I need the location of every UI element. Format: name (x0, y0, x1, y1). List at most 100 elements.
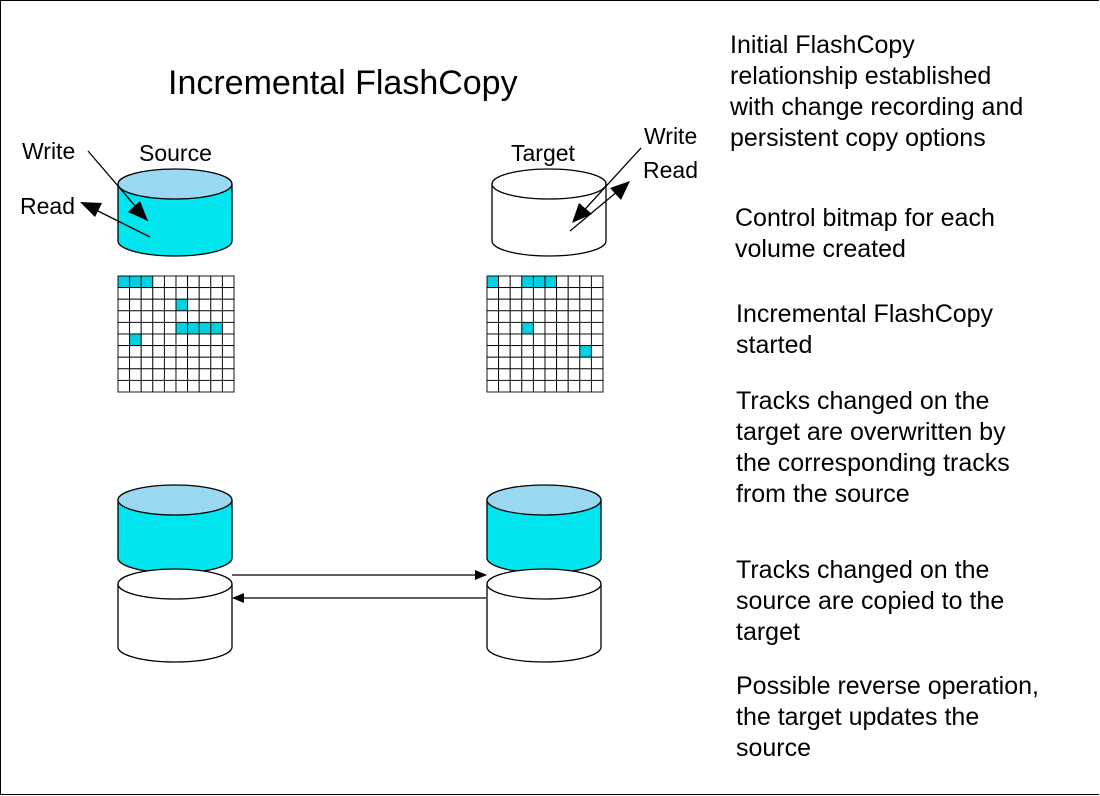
bitmap-cell (117, 368, 131, 381)
bitmap-cell (187, 298, 200, 312)
note-line: persistent copy options (730, 124, 986, 152)
bitmap-cell (532, 287, 546, 300)
bitmap-cell (521, 356, 534, 370)
bitmap-cell (521, 287, 534, 300)
bitmap-cell (221, 379, 235, 393)
bitmap-cell (152, 287, 165, 300)
bitmap-cell (210, 368, 223, 381)
bitmap-cell (579, 321, 592, 335)
bitmap-cell (198, 379, 212, 393)
bitmap-cell (521, 368, 534, 381)
bitmap-cell (129, 298, 142, 312)
bitmap-cell (509, 275, 523, 289)
source-label: Source (139, 140, 212, 166)
bitmap-cell (498, 275, 511, 289)
bitmap-cell (210, 275, 223, 289)
bitmap-cell (163, 275, 177, 289)
bitmap-cell-changed (521, 321, 534, 335)
note-target-overwritten: Tracks changed on the target are overwri… (736, 386, 1096, 510)
bitmap-cell (509, 287, 523, 300)
note-line: Tracks changed on the (736, 387, 990, 415)
bitmap-cell-changed (579, 345, 592, 358)
bitmap-cell (198, 287, 212, 300)
bitmap-cell (544, 356, 558, 370)
bitmap-cell (152, 275, 165, 289)
bitmap-cell (210, 310, 223, 323)
bitmap-cell (117, 321, 131, 335)
bitmap-cell (117, 287, 131, 300)
bitmap-cell (163, 287, 177, 300)
bitmap-cell (556, 345, 569, 358)
bitmap-cell (498, 333, 511, 347)
bitmap-cell (140, 368, 154, 381)
bitmap-cell (498, 310, 511, 323)
note-incremental-started: Incremental FlashCopy started (736, 299, 1096, 361)
write-arrowhead-target (572, 203, 592, 223)
bitmap-cell (556, 356, 569, 370)
bitmap-cell (544, 345, 558, 358)
write-arrow-target (576, 147, 642, 219)
bitmap-cell (498, 356, 511, 370)
bitmap-cell (221, 321, 235, 335)
bitmap-cell (198, 298, 212, 312)
bitmap-cell (140, 287, 154, 300)
bitmap-cell-changed (532, 275, 546, 289)
bitmap-cell (532, 310, 546, 323)
bitmap-cell (579, 333, 592, 347)
bitmap-cell (556, 368, 569, 381)
bitmap-cell (579, 298, 592, 312)
bitmap-cell (221, 333, 235, 347)
bitmap-cell (198, 368, 212, 381)
target-control-bitmap (486, 275, 604, 393)
bitmap-cell (175, 379, 189, 393)
bitmap-cell (590, 287, 604, 300)
bitmap-cell (175, 275, 189, 289)
bitmap-cell (163, 356, 177, 370)
bitmap-cell (187, 356, 200, 370)
bitmap-cell (486, 345, 500, 358)
bitmap-cell (210, 356, 223, 370)
bitmap-cell (498, 298, 511, 312)
note-line: Tracks changed on the (736, 556, 990, 584)
bitmap-cell (152, 321, 165, 335)
bitmap-cell (221, 345, 235, 358)
bitmap-cell (486, 333, 500, 347)
bitmap-cell (498, 379, 511, 393)
bitmap-cell (532, 368, 546, 381)
bitmap-cell (532, 379, 546, 393)
bitmap-cell (163, 310, 177, 323)
bitmap-cell (117, 356, 131, 370)
bitmap-cell (590, 356, 604, 370)
bitmap-cell (210, 287, 223, 300)
bitmap-cell (129, 287, 142, 300)
bitmap-cell (198, 333, 212, 347)
bitmap-cell (509, 345, 523, 358)
bitmap-cell (521, 298, 534, 312)
bitmap-cell (140, 298, 154, 312)
bitmap-cell (163, 333, 177, 347)
bitmap-cell (590, 310, 604, 323)
bitmap-cell (175, 345, 189, 358)
bitmap-cell-changed (129, 333, 142, 347)
bitmap-cell (210, 333, 223, 347)
read-arrowhead-source (80, 202, 102, 217)
note-line: target are overwritten by (736, 418, 1006, 446)
bitmap-cell (532, 356, 546, 370)
bitmap-cell (129, 321, 142, 335)
bitmap-cell (129, 310, 142, 323)
note-line: Possible reverse operation, (736, 672, 1039, 700)
source-control-bitmap (117, 275, 235, 393)
bitmap-cell (567, 310, 581, 323)
bitmap-cell (140, 310, 154, 323)
bitmap-cell-changed (544, 275, 558, 289)
bitmap-cell (567, 368, 581, 381)
bitmap-cell (579, 368, 592, 381)
bitmap-cell (532, 298, 546, 312)
bitmap-cell (140, 345, 154, 358)
bitmap-cell (129, 368, 142, 381)
bitmap-cell (486, 368, 500, 381)
note-line: the target updates the (736, 703, 980, 731)
bitmap-cell (152, 368, 165, 381)
